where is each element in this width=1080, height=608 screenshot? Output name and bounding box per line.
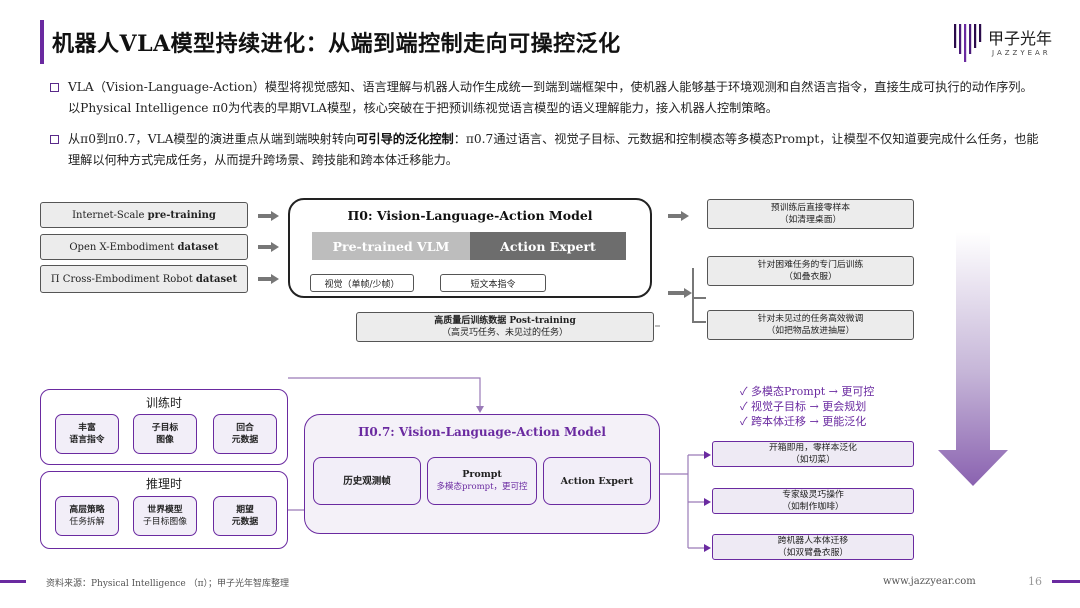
bullet-square-icon [50,83,59,92]
pi0-output-finetune: 针对未见过的任务高效微调（如把物品放进抽屉） [707,310,914,340]
bullet-2-text-a: 从π0到π0.7，VLA模型的演进重点从端到端映射转向 [68,132,357,146]
history-frames-block: 历史观测帧 [313,457,421,505]
pi0-title: Π0: Vision-Language-Action Model [347,208,593,223]
input-open-x-dataset: Open X-Embodiment dataset [40,234,248,260]
inference-time-title: 推理时 [145,477,182,491]
arrow-right-icon [258,211,280,221]
cell-subgoal-image: 子目标图像 [133,414,197,454]
pi07-title: Π0.7: Vision-Language-Action Model [358,425,606,439]
pretrained-vlm-block: Pre-trained VLM [312,232,470,260]
logo-name: 甲子光年 [988,29,1053,48]
brand-logo: 甲子光年 JAZZYEAR [952,20,1062,66]
footer-source: 资料来源：Physical Intelligence （π）；甲子光年智库整理 [46,579,290,589]
footer-accent-right [1052,580,1080,583]
arrow-right-icon [258,274,280,284]
bullet-2: 从π0到π0.7，VLA模型的演进重点从端到端映射转向可引导的泛化控制：π0.7… [50,129,1040,171]
pi07-output-dexterous: 专家级灵巧操作（如制作咖啡） [712,488,914,514]
input-internet-pretraining: Internet-Scale pre-training [40,202,248,228]
pi0-output-zero-shot: 预训练后直接零样本（如清理桌面） [707,199,914,229]
action-expert-block: Action Expert [470,232,626,260]
bullet-2-text-b: ：π0.7通过语言、视觉子目标、元数据和控制模态等多模态Prompt，让模型不仅… [68,132,1039,167]
tag-short-text: 短文本指令 [440,274,546,292]
pi0-model-box: Π0: Vision-Language-Action Model Pre-tra… [288,198,652,298]
pi07-benefits-list: ✓ 多模态Prompt → 更可控 ✓ 视觉子目标 → 更会规划 ✓ 跨本体迁移… [740,384,874,429]
bullet-1: VLA（Vision-Language-Action）模型将视觉感知、语言理解与… [50,77,1040,119]
bullet-2-highlight: 可引导的泛化控制 [356,132,454,146]
logo-mark-icon [954,24,982,62]
logo-subtitle: JAZZYEAR [992,49,1051,57]
tag-vision: 视觉（单帧/少帧） [310,274,414,292]
page-number: 16 [1028,575,1042,588]
cell-rich-language: 丰富语言指令 [55,414,119,454]
cell-episode-metadata: 回合元数据 [213,414,277,454]
evolution-down-arrow-icon [938,232,1008,486]
pi0-output-post-training: 针对困难任务的专门后训练（如叠衣服） [707,256,914,286]
pi07-model-box: Π0.7: Vision-Language-Action Model 历史观测帧… [304,414,660,534]
bullet-1-text: VLA（Vision-Language-Action）模型将视觉感知、语言理解与… [68,80,1033,115]
benefit-item: ✓ 多模态Prompt → 更可控 [740,385,875,398]
cell-world-model: 世界模型子目标图像 [133,496,197,536]
title-accent-bar [40,20,44,64]
arrow-right-icon [258,242,280,252]
cell-high-level-policy: 高层策略任务拆解 [55,496,119,536]
footer-accent-left [0,580,26,583]
arrow-right-icon [668,211,690,221]
post-training-box: 高质量后训练数据 Post-training （高灵巧任务、未见过的任务） [356,312,654,342]
pi07-action-expert-block: Action Expert [543,457,651,505]
bullet-square-icon [50,135,59,144]
benefit-item: ✓ 视觉子目标 → 更会规划 [740,400,867,413]
inference-time-group: 推理时 高层策略任务拆解 世界模型子目标图像 期望元数据 [40,471,288,549]
pi07-output-zero-shot: 开箱即用，零样本泛化（如切菜） [712,441,914,467]
training-time-group: 训练时 丰富语言指令 子目标图像 回合元数据 [40,389,288,465]
training-time-title: 训练时 [145,396,182,410]
pi07-output-cross-embodiment: 跨机器人本体迁移（如双臂叠衣服） [712,534,914,560]
benefit-item: ✓ 跨本体迁移 → 更能泛化 [740,415,867,428]
page-title: 机器人VLA模型持续进化：从端到端控制走向可操控泛化 [52,31,621,57]
footer-url[interactable]: www.jazzyear.com [883,576,976,587]
input-cross-embodiment-dataset: Π Cross-Embodiment Robot dataset [40,265,248,293]
cell-expected-metadata: 期望元数据 [213,496,277,536]
